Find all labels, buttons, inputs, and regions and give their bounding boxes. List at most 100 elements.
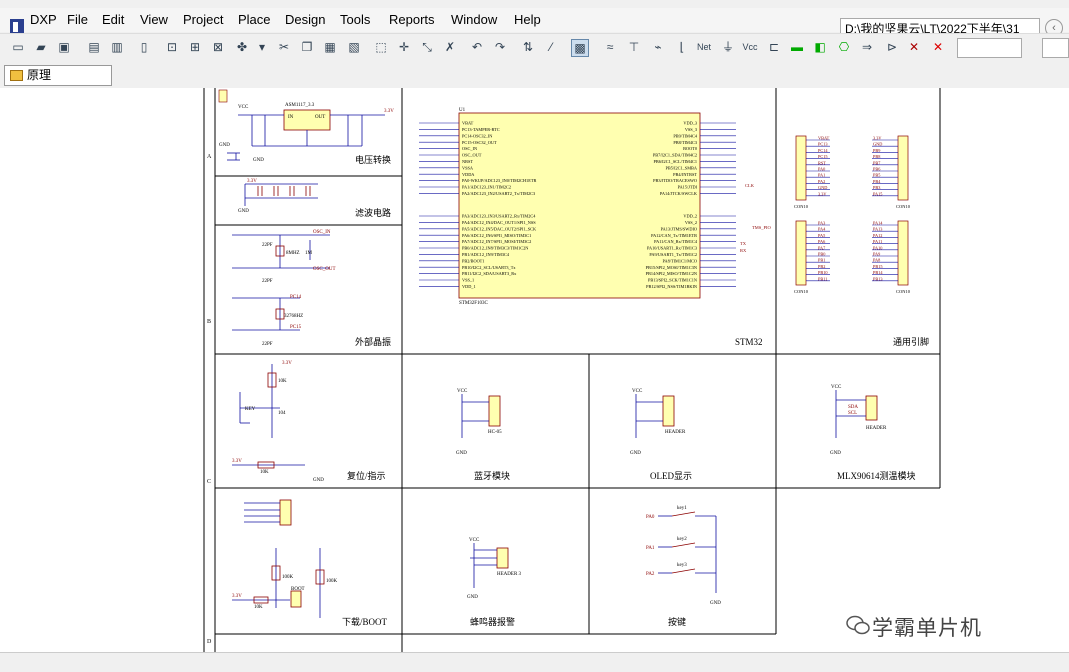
mcu-right-bot-pin: PA10/USART1_Rx/TIM1C3 [647,246,736,251]
boot-jumper[interactable] [290,590,302,608]
sheet-symbol-icon[interactable]: ▬ [791,40,803,54]
zoom-fit-icon[interactable]: ⊡ [166,40,178,54]
harness-connector-icon[interactable]: ⊳ [886,40,898,54]
compile-icon[interactable]: ▩ [571,39,589,57]
menu-dxp[interactable]: DXP [30,12,57,27]
cross-probe-icon[interactable]: ⁄ [549,40,552,54]
bus-icon[interactable]: ⊤ [628,40,640,54]
mcu-right-bot-pin: VSS_2 [685,220,736,225]
svg-text:PB5: PB5 [873,173,880,178]
menu-view[interactable]: View [140,12,168,27]
mcu-right-bot-pin: PB15/SPI2_MOSI/TIM1C3N [646,265,736,270]
redo-icon[interactable]: ↷ [494,40,506,54]
print-icon[interactable]: ▤ [88,40,100,54]
bluetooth-header[interactable] [488,395,501,427]
rubber-stamp-icon[interactable]: ▧ [348,40,360,54]
mcu-net-label: CLK [745,183,755,188]
hierarchy-icon[interactable]: ⇅ [522,40,534,54]
osc-r1m: 1M [305,251,313,256]
sheet-frame: A B C D [203,88,941,652]
crystal-8mhz[interactable] [275,245,285,257]
menu-window[interactable]: Window [451,12,498,27]
open-icon[interactable]: ▰ [36,40,46,54]
tab-schematic[interactable]: 原理图.SCHDOC [4,65,112,101]
select-area-icon[interactable]: ⬚ [375,40,387,54]
cut-icon[interactable]: ✂ [278,40,290,54]
menu-help[interactable]: Help [514,12,541,27]
move-icon[interactable]: ✛ [398,40,410,54]
no-erc-icon[interactable]: ✕ [908,40,920,54]
con10-header[interactable]: PA14PA13PA12PA11PA10PA9PA8PB15PB14PB13CO… [872,221,911,295]
oled-header[interactable] [662,395,675,427]
place-part-icon[interactable]: ⊏ [768,40,780,54]
menu-tools[interactable]: Tools [340,12,371,27]
svg-text:PA6: PA6 [818,239,826,244]
menu-edit[interactable]: Edit [102,12,125,27]
gnd-port-icon[interactable]: ⏚ [721,40,734,54]
mcu-left-top-pin: OSC_OUT [419,153,482,158]
bus-entry-icon[interactable]: ⌊ [679,40,685,54]
svg-text:PA2/ADC123_IN2/USART2_Tx/TIM2C: PA2/ADC123_IN2/USART2_Tx/TIM2C3 [462,191,535,196]
menu-place[interactable]: Place [238,12,271,27]
section-title-mlx: MLX90614测温模块 [837,470,916,481]
schematic-sheet[interactable]: A B C D ASM1117_3.3 IN OUT VCC 3.3V GND … [0,88,1069,652]
paste-icon[interactable]: ▦ [324,40,336,54]
svg-text:PA8/TIM1C1/MCO: PA8/TIM1C1/MCO [663,258,697,263]
bt-module-name: HC-05 [488,430,502,435]
sheet-entry-icon[interactable]: ◧ [814,40,826,54]
menu-design[interactable]: Design [285,12,326,27]
device-sheet-icon[interactable]: ⎔ [838,40,850,54]
port-icon[interactable]: ⇒ [861,40,873,54]
buzzer-header-name: HEADER 3 [497,572,522,577]
mcu-left-bot-pin: PA6/ADC12_IN6/SPI1_MISO/TIM3C1 [419,233,531,238]
section-title-download: 下载/BOOT [342,616,388,627]
menu-project[interactable]: Project [183,12,224,27]
net-label-icon[interactable]: Net [696,42,711,52]
ldo-regulator[interactable] [283,109,331,131]
zoom-selected-icon[interactable]: ⊠ [212,40,224,54]
new-icon[interactable]: ▭ [12,40,24,54]
buzzer-header[interactable] [496,547,509,569]
document-icon[interactable]: ▯ [140,40,148,54]
mcu-left-bot-pin: PA5/ADC12_IN5/DAC_OUT2/SPI1_SCK [419,226,537,231]
boot-label: BOOT [291,587,305,592]
svg-text:PB0: PB0 [818,252,825,257]
deselect-icon[interactable]: ✗ [444,40,456,54]
mcu-left-top-pin: NRST [419,159,473,164]
undo-icon[interactable]: ↶ [471,40,483,54]
dropdown-arrow-icon[interactable]: ▾ [258,40,266,54]
swd-header[interactable] [279,499,292,526]
crystal-32k[interactable] [275,308,285,320]
svg-text:PB3/JTDO/TRACESWO: PB3/JTDO/TRACESWO [653,178,697,183]
svg-text:PB12/SPI2_NSS/TIM1BKIN: PB12/SPI2_NSS/TIM1BKIN [646,284,697,289]
menu-file[interactable]: File [67,12,88,27]
mcu-right-top-pin: PA15/JTDI [678,185,736,190]
schematic-canvas[interactable]: A B C D ASM1117_3.3 IN OUT VCC 3.3V GND … [0,88,1069,652]
vcc-port-icon[interactable]: Vcc [742,42,758,52]
mask-combo[interactable] [1042,38,1069,58]
key-pa2-net: PA2 [646,572,655,577]
copy-icon[interactable]: ❐ [301,40,313,54]
stm32-chip[interactable] [458,112,701,299]
menu-reports[interactable]: Reports [389,12,435,27]
svg-text:PA11: PA11 [873,239,882,244]
print-preview-icon[interactable]: ▥ [111,40,123,54]
zoom-area-icon[interactable]: ⊞ [189,40,201,54]
mcu-left-bot-pin: VSS_1 [419,278,474,283]
filter-combo[interactable] [957,38,1022,58]
filter-icon[interactable]: ✤ [236,40,248,54]
wire-icon[interactable]: ≈ [606,40,614,54]
no-erc-cross-icon[interactable]: ✕ [932,40,944,54]
svg-text:OSC_OUT: OSC_OUT [462,153,482,158]
select-icon[interactable]: ⤡ [422,40,432,54]
svg-text:PB15: PB15 [873,264,883,269]
mlx-header[interactable] [865,395,878,421]
mcu-left-top-pin: VBAT [419,121,474,126]
save-icon[interactable]: ▣ [58,40,70,54]
mcu-right-top-pin: PB6/I2C1_SCL/TIM4C1 [654,159,736,164]
signal-harness-icon[interactable]: ⌁ [654,40,662,54]
mcu-right-top-pin: VSS_3 [685,127,736,132]
